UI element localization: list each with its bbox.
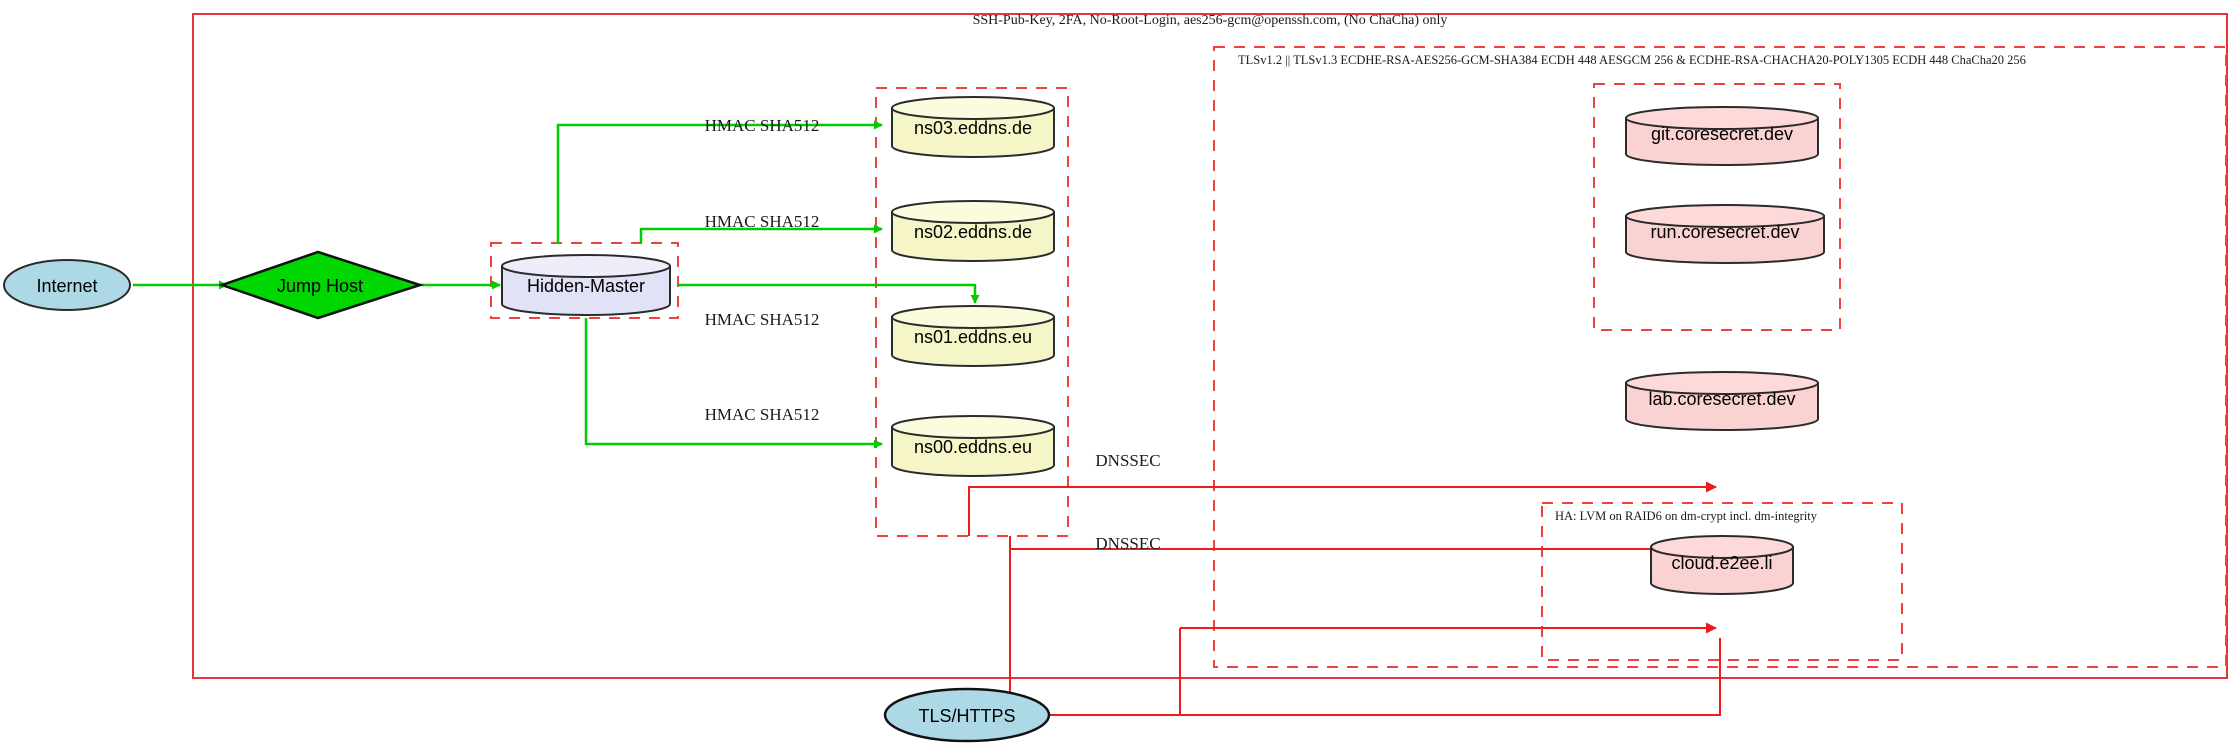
edge-label-dnssec-lower: DNSSEC — [1095, 534, 1160, 553]
edge-master-to-ns01 — [678, 283, 980, 304]
edge-master-to-ns03 — [556, 120, 883, 243]
node-run-coresecret[interactable]: run.coresecret.dev — [1625, 204, 1825, 264]
node-tls-https[interactable]: TLS/HTTPS — [883, 687, 1051, 743]
node-ns03[interactable]: ns03.eddns.de — [891, 96, 1055, 158]
node-hidden-master[interactable]: Hidden-Master — [501, 254, 671, 316]
boundary-ha-zone — [1541, 502, 1903, 661]
boundary-ssh-zone — [192, 13, 2228, 679]
edge-dnssec-to-app-zone — [968, 481, 1717, 536]
node-ns01[interactable]: ns01.eddns.eu — [891, 305, 1055, 367]
node-ns03-label: ns03.eddns.de — [914, 118, 1032, 138]
edge-label-hmac-ns00: HMAC SHA512 — [705, 405, 820, 424]
node-ns00-label: ns00.eddns.eu — [914, 437, 1032, 457]
node-lab-coresecret[interactable]: lab.coresecret.dev — [1625, 371, 1819, 431]
boundary-tls-zone-label: TLSv1.2 || TLSv1.3 ECDHE-RSA-AES256-GCM-… — [1238, 53, 2026, 67]
node-ns02-label: ns02.eddns.de — [914, 222, 1032, 242]
node-lab-coresecret-label: lab.coresecret.dev — [1648, 389, 1795, 409]
edge-master-to-ns02 — [639, 224, 883, 243]
boundary-app-zone — [1593, 83, 1841, 331]
node-cloud-e2ee[interactable]: cloud.e2ee.li — [1650, 535, 1794, 595]
node-jumphost[interactable]: Jump Host — [218, 250, 425, 320]
node-cloud-e2ee-label: cloud.e2ee.li — [1671, 553, 1772, 573]
node-tls-https-label: TLS/HTTPS — [918, 706, 1015, 726]
node-jumphost-label: Jump Host — [277, 276, 363, 296]
edge-label-hmac-ns01: HMAC SHA512 — [705, 310, 820, 329]
node-internet-label: Internet — [36, 276, 97, 296]
node-ns01-label: ns01.eddns.eu — [914, 327, 1032, 347]
edge-label-dnssec-upper: DNSSEC — [1095, 451, 1160, 470]
edge-label-hmac-ns03: HMAC SHA512 — [705, 116, 820, 135]
node-git-coresecret-label: git.coresecret.dev — [1651, 124, 1793, 144]
node-run-coresecret-label: run.coresecret.dev — [1650, 222, 1799, 242]
edge-tlshttps-to-ha-zone — [1048, 622, 1721, 716]
boundary-ssh-zone-label: SSH-Pub-Key, 2FA, No-Root-Login, aes256-… — [973, 13, 1448, 28]
boundary-master-zone — [490, 242, 679, 319]
node-git-coresecret[interactable]: git.coresecret.dev — [1625, 106, 1819, 166]
node-hidden-master-label: Hidden-Master — [527, 276, 645, 296]
node-internet[interactable]: Internet — [3, 259, 131, 311]
node-ns00[interactable]: ns00.eddns.eu — [891, 415, 1055, 477]
edge-label-hmac-ns02: HMAC SHA512 — [705, 212, 820, 231]
boundary-ha-zone-label: HA: LVM on RAID6 on dm-crypt incl. dm-in… — [1555, 509, 1818, 523]
edge-master-to-ns00 — [584, 318, 883, 449]
node-ns02[interactable]: ns02.eddns.de — [891, 200, 1055, 262]
boundary-tls-zone — [1213, 46, 2227, 668]
